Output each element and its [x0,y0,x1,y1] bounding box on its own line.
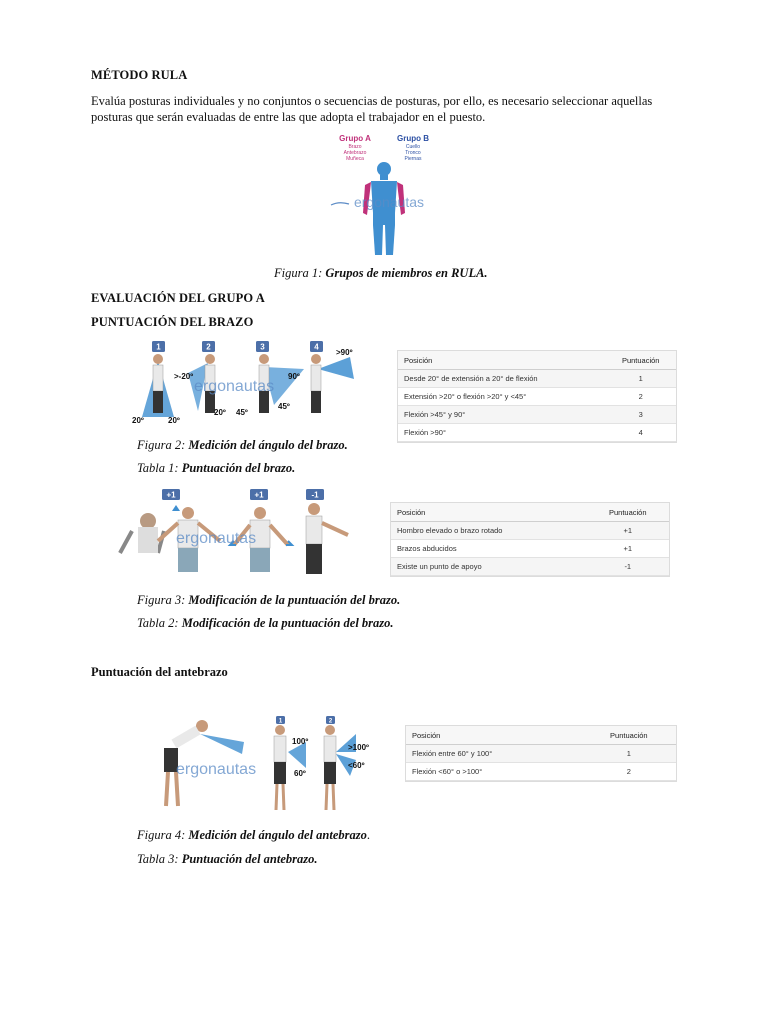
svg-text:+1: +1 [254,491,264,500]
watermark: ergonautas [194,378,274,395]
svg-text:45º: 45º [236,408,248,417]
table-row: Flexión entre 60° y 100°1 [406,744,676,763]
table-row: Existe un punto de apoyo-1 [391,557,669,576]
svg-text:1: 1 [279,719,283,725]
svg-text:Piernas: Piernas [405,156,422,162]
svg-text:45º: 45º [278,402,290,411]
svg-text:>90º: >90º [336,348,353,357]
figure-1-image: Grupo A Brazo Antebrazo Muñeca Grupo B C… [327,131,437,259]
table-row: Flexión >90°4 [398,423,676,442]
table-3-caption: Tabla 3: Puntuación del antebrazo. [137,852,318,866]
table-row: Extensión >20° o flexión >20° y <45°2 [398,387,676,406]
figure-3-image: +1 +1 -1 ergonautas [118,487,358,583]
table-row: Hombro elevado o brazo rotado+1 [391,521,669,540]
table-1-caption: Tabla 1: Puntuación del brazo. [137,461,296,475]
svg-text:20º: 20º [214,408,226,417]
table-row: Flexión >45° y 90°3 [398,405,676,424]
watermark: ergonautas [354,194,424,210]
svg-text:>-20º: >-20º [174,372,193,381]
svg-text:Antebrazo: Antebrazo [344,150,367,156]
figure-4-image: 1 2 100º 60º >100º <60º ergonautas [160,712,372,812]
svg-text:<60º: <60º [348,761,365,770]
table-row: Flexión <60° o >100°2 [406,762,676,781]
section-heading-grupo-a: EVALUACIÓN DEL GRUPO A [91,291,265,305]
svg-text:4: 4 [314,343,319,352]
svg-text:Muñeca: Muñeca [346,156,364,162]
figure-1-caption: Figura 1: Grupos de miembros en RULA. [274,266,488,280]
group-a-label: Grupo A [339,134,371,143]
svg-text:100º: 100º [292,737,308,746]
section-heading-antebrazo: Puntuación del antebrazo [91,665,228,679]
svg-text:Tronco: Tronco [405,150,421,156]
page-title: MÉTODO RULA [91,68,188,82]
svg-text:1: 1 [156,343,161,352]
figure-2-caption: Figura 2: Medición del ángulo del brazo. [137,438,348,452]
figure-2-image: 1 2 3 4 20º 20º >-20º 20º 45º 90º 45º >9… [128,339,360,433]
svg-text:+1: +1 [166,491,176,500]
svg-text:Brazo: Brazo [348,144,361,150]
svg-text:60º: 60º [294,769,306,778]
section-heading-brazo: PUNTUACIÓN DEL BRAZO [91,315,254,329]
group-b-label: Grupo B [397,134,429,143]
svg-text:2: 2 [206,343,211,352]
intro-paragraph: Evalúa posturas individuales y no conjun… [91,94,653,124]
svg-text:3: 3 [260,343,265,352]
figure-4-caption: Figura 4: Medición del ángulo del antebr… [137,828,370,842]
svg-text:20º: 20º [132,416,144,425]
svg-text:2: 2 [329,719,333,725]
table-row: Brazos abducidos+1 [391,539,669,558]
svg-text:>100º: >100º [348,743,369,752]
svg-text:Cuello: Cuello [406,144,420,150]
svg-text:20º: 20º [168,416,180,425]
svg-text:-1: -1 [311,491,319,500]
watermark: ergonautas [176,530,256,547]
svg-text:90º: 90º [288,372,300,381]
table-2-caption: Tabla 2: Modificación de la puntuación d… [137,616,394,630]
figure-3-caption: Figura 3: Modificación de la puntuación … [137,593,401,607]
watermark: ergonautas [176,761,256,778]
